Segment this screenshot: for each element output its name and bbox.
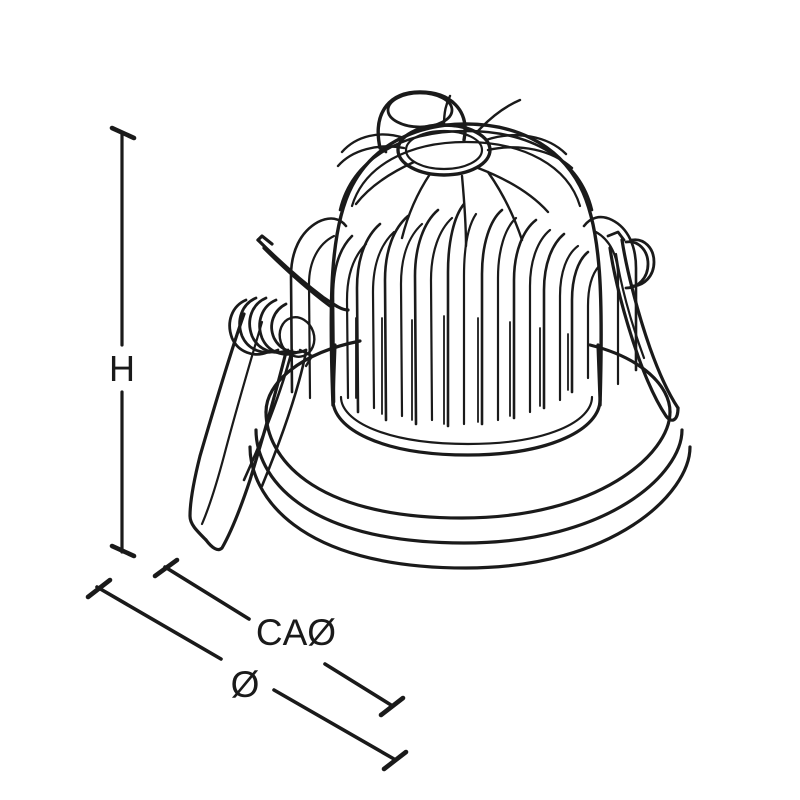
fin-4b bbox=[429, 216, 454, 422]
fin-tips bbox=[289, 215, 638, 400]
collar-right-arc bbox=[588, 343, 672, 414]
spring-clip-left bbox=[188, 234, 350, 552]
fin-2 bbox=[355, 222, 382, 414]
fin-3b bbox=[399, 222, 424, 418]
dimension-ca-diameter: CAØ bbox=[152, 557, 406, 718]
outer-diameter-tick-start bbox=[85, 577, 113, 600]
fin-tip-left-outer bbox=[289, 217, 348, 394]
clip-blade-left bbox=[188, 312, 288, 552]
clip-arm-right-hook bbox=[606, 230, 626, 242]
bezel-rings bbox=[248, 410, 692, 570]
eyelet-hole bbox=[386, 91, 454, 129]
fin-1 bbox=[331, 234, 354, 404]
fin-tip-right-outer bbox=[582, 215, 638, 372]
rib-top-3 bbox=[484, 134, 568, 156]
fin-3 bbox=[383, 214, 410, 422]
dimension-height: H bbox=[109, 125, 137, 559]
ca-diameter-line-end bbox=[323, 662, 393, 707]
coil-end-ellipse bbox=[278, 316, 316, 358]
outer-diameter-line-start bbox=[95, 585, 223, 661]
heat-sink-fins bbox=[331, 202, 601, 428]
rib-top-6 bbox=[476, 166, 550, 214]
fin-7 bbox=[512, 218, 538, 420]
dimension-outer-diameter: Ø bbox=[85, 577, 409, 772]
clip-arm-right-edge-a bbox=[620, 238, 680, 410]
eyelet-base-left bbox=[378, 146, 388, 154]
clip-arm-bottom-edge bbox=[262, 246, 332, 308]
outer-diameter-line-end bbox=[272, 688, 396, 761]
coil-2 bbox=[238, 296, 280, 354]
rib-top-2 bbox=[340, 133, 406, 154]
fin-8 bbox=[542, 232, 566, 410]
top-eyelet bbox=[376, 90, 467, 154]
top-boss-ellipse-inner bbox=[404, 129, 484, 171]
clip-contact-tab-left bbox=[298, 348, 314, 368]
top-radial-ribs bbox=[336, 94, 574, 248]
fin-7b bbox=[528, 228, 552, 414]
fin-5b bbox=[462, 212, 478, 426]
fin-6 bbox=[480, 208, 504, 426]
fin-slots bbox=[355, 315, 569, 425]
ca-diameter-line-start bbox=[163, 565, 251, 621]
clip-arm-right-edge-b bbox=[608, 246, 680, 422]
ca-diameter-tick-start bbox=[152, 557, 180, 579]
coil-right-1 bbox=[630, 238, 656, 288]
height-label: H bbox=[109, 348, 135, 389]
clip-blade-left-edge bbox=[188, 312, 246, 542]
rib-top-4 bbox=[476, 98, 522, 133]
fin-tip-left-mid bbox=[307, 234, 336, 400]
product-illustration bbox=[188, 90, 692, 570]
bezel-ring-outer bbox=[248, 445, 692, 570]
clip-arm-top-edge bbox=[256, 238, 350, 312]
body-rim-front-inner bbox=[339, 395, 594, 446]
coil-1 bbox=[228, 298, 270, 356]
height-tick-bottom bbox=[109, 543, 137, 559]
spring-clip-right bbox=[606, 230, 680, 422]
outer-diameter-label: Ø bbox=[231, 664, 260, 705]
outer-diameter-tick-end bbox=[381, 749, 409, 772]
rib-top-9 bbox=[486, 170, 524, 242]
bezel-ring-middle bbox=[254, 428, 684, 545]
torsion-spring-left bbox=[228, 296, 316, 358]
clip-arm-right bbox=[608, 238, 680, 422]
fin-9 bbox=[570, 250, 590, 394]
fin-6b bbox=[496, 216, 518, 422]
clip-arm-right-fold bbox=[614, 252, 646, 360]
fin-8b bbox=[558, 244, 580, 402]
body-rim-front bbox=[331, 398, 602, 457]
fin-5 bbox=[446, 202, 466, 428]
rib-top-7 bbox=[400, 172, 432, 240]
clip-upper-arm-left bbox=[256, 234, 350, 312]
clip-arm-hook bbox=[256, 234, 274, 246]
rib-top-2b bbox=[336, 145, 406, 168]
ca-diameter-tick-end bbox=[378, 695, 406, 718]
dome-crown-arc-inner bbox=[350, 140, 582, 208]
clip-rear-leg-left bbox=[242, 348, 308, 488]
clip-blade-inner-fold bbox=[200, 320, 264, 526]
collar-outer-arc bbox=[264, 339, 362, 414]
clip-rear-leg-a bbox=[242, 348, 294, 482]
body-cylinder bbox=[264, 339, 672, 457]
coil-5 bbox=[270, 302, 308, 354]
fin-tip-right-mid bbox=[594, 230, 620, 386]
fin-9b bbox=[586, 264, 601, 380]
clip-rear-leg-b bbox=[260, 350, 308, 488]
fin-4 bbox=[413, 208, 440, 426]
rib-top-1 bbox=[442, 94, 452, 127]
coil-right-2 bbox=[624, 240, 650, 290]
torsion-spring-right bbox=[624, 238, 656, 290]
rib-top-5 bbox=[354, 160, 416, 206]
fin-2b bbox=[371, 230, 396, 410]
ca-diameter-label: CAØ bbox=[256, 612, 336, 653]
clip-blade-right-edge bbox=[204, 350, 288, 552]
bezel-ring-inner bbox=[264, 410, 672, 520]
rib-top-3b bbox=[486, 146, 574, 170]
height-tick-top bbox=[109, 125, 137, 141]
